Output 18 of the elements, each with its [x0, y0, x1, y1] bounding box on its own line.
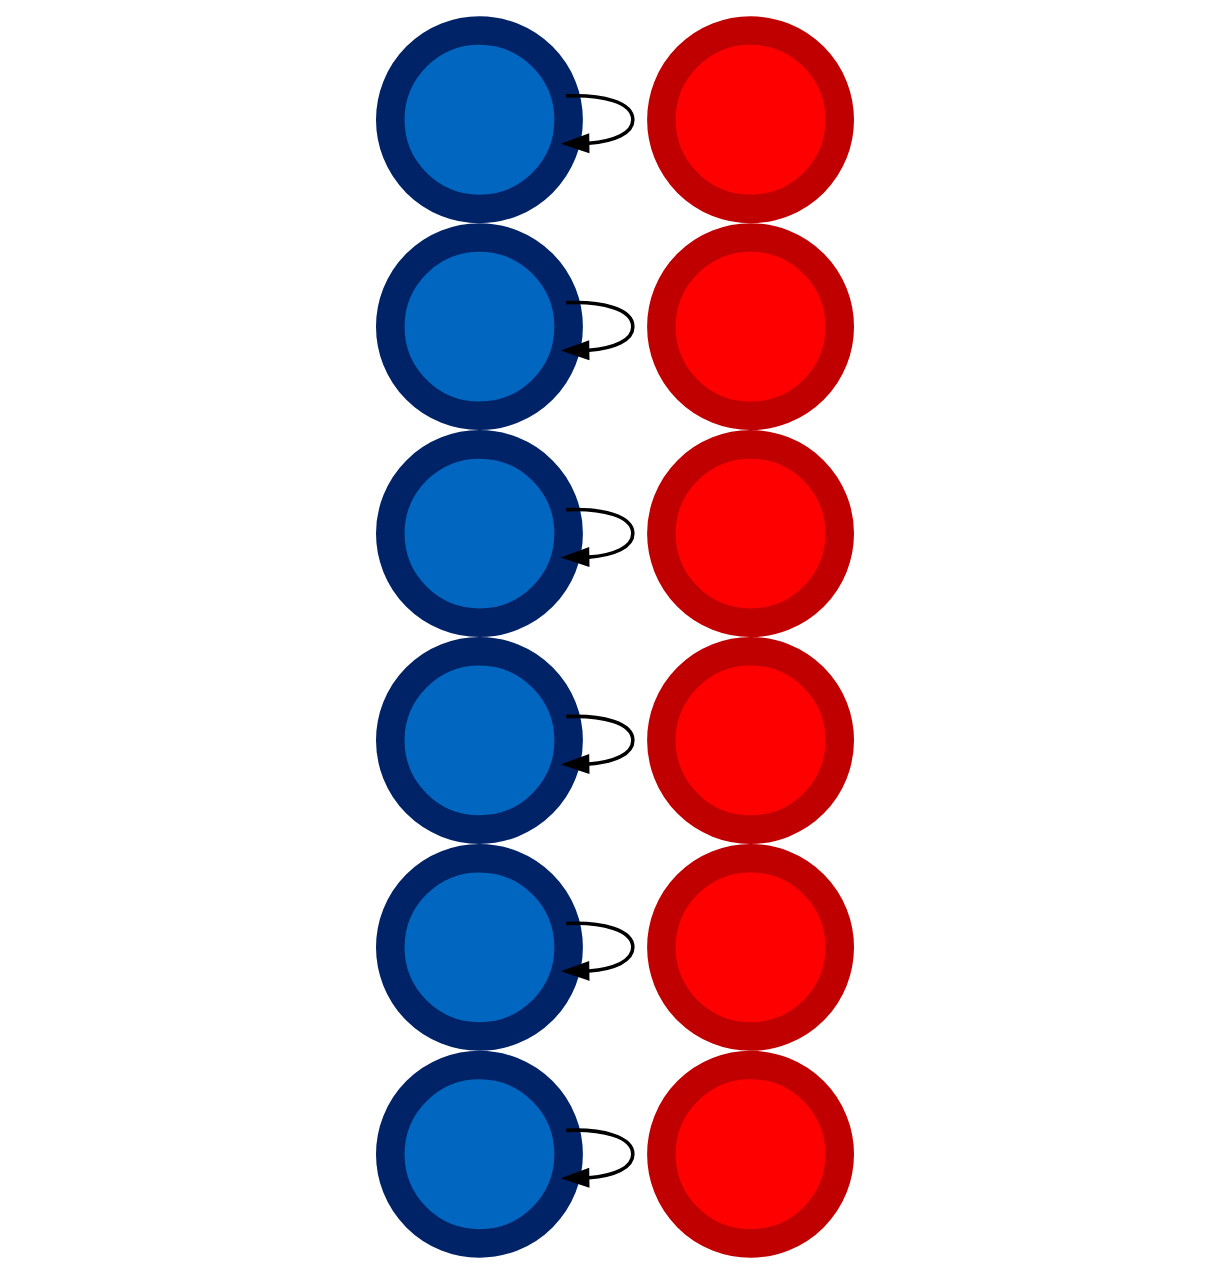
node-circle — [376, 843, 583, 1051]
arrow — [560, 300, 635, 361]
node-circle — [647, 843, 854, 1051]
node-circle — [376, 16, 583, 224]
node-circle — [376, 430, 583, 637]
arrow — [560, 714, 635, 774]
node-circle — [376, 637, 583, 844]
node-circle — [647, 637, 854, 844]
arrow — [560, 921, 635, 981]
node-circle — [647, 223, 854, 431]
node-circle — [647, 1050, 854, 1258]
arrow — [560, 507, 635, 568]
node-circle — [647, 430, 854, 637]
node-circle — [376, 1050, 583, 1258]
node-circle — [376, 223, 583, 431]
node-circle — [647, 16, 854, 224]
arrow — [560, 1128, 635, 1188]
arrow — [560, 93, 635, 154]
